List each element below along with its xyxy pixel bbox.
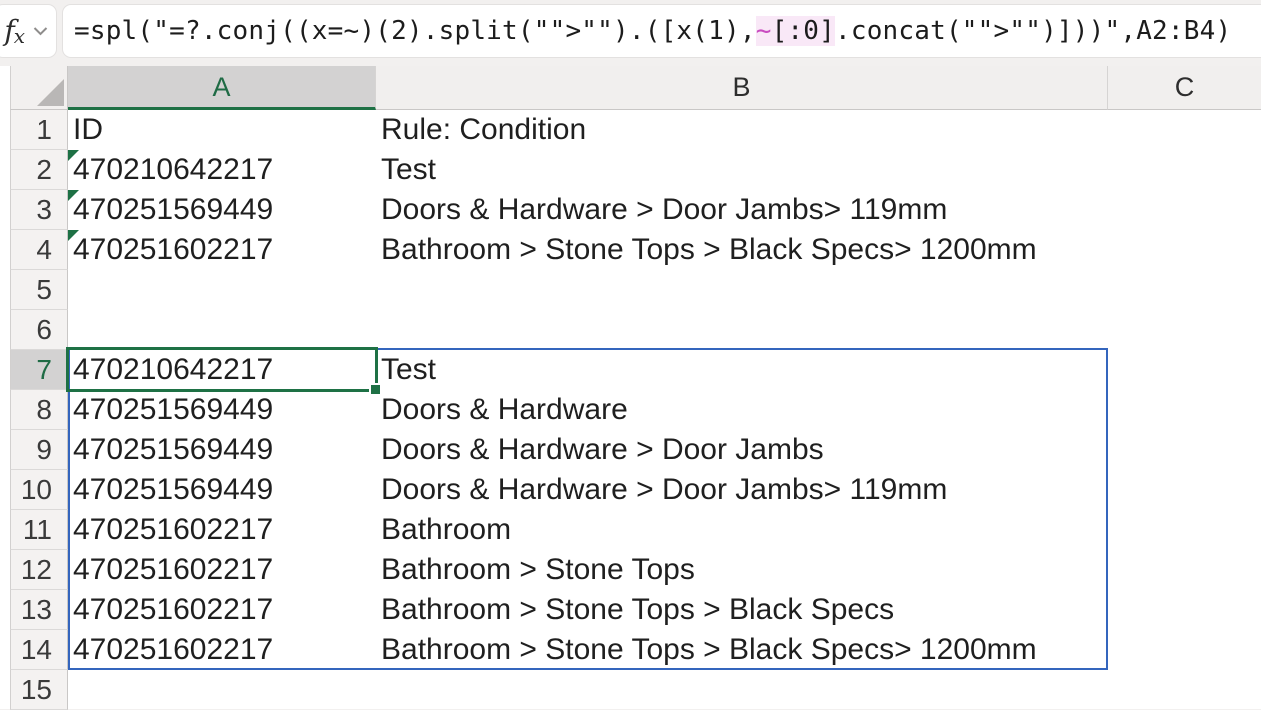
cell-B2[interactable]: Test (381, 153, 437, 186)
error-flag-icon (68, 190, 79, 201)
row-header[interactable]: 2 (10, 150, 68, 190)
cell-A3[interactable]: 470251569449 (68, 190, 376, 230)
formula-text: .concat("">"")]))",A2:B4) (834, 16, 1232, 46)
cell-A7-active[interactable]: 470210642217 (73, 353, 274, 386)
row-header[interactable]: 10 (10, 470, 68, 510)
row-13: 13 470251602217 Bathroom > Stone Tops > … (0, 590, 1261, 630)
formula-text: =spl("=?.conj((x=~)(2).split("">"").([x(… (74, 16, 756, 46)
cell-B10[interactable]: Doors & Hardware > Door Jambs> 119mm (381, 473, 948, 506)
row-header[interactable]: 1 (10, 110, 68, 150)
row-header[interactable]: 4 (10, 230, 68, 270)
cell-A11[interactable]: 470251602217 (73, 513, 274, 546)
fill-handle[interactable] (369, 383, 382, 396)
cell-A5[interactable] (68, 270, 376, 310)
select-all-corner[interactable] (10, 66, 68, 110)
cell-B1[interactable]: Rule: Condition (381, 113, 587, 146)
cell-B4[interactable]: Bathroom > Stone Tops > Black Specs> 120… (381, 233, 1037, 266)
column-header-row: A B C (0, 66, 1261, 110)
cell-B12[interactable]: Bathroom > Stone Tops (381, 553, 695, 586)
row-header[interactable]: 5 (10, 270, 68, 310)
row-2: 2 470210642217 Test (0, 150, 1261, 190)
row-15: 15 (0, 670, 1261, 710)
row-header[interactable]: 13 (10, 590, 68, 630)
row-header[interactable]: 6 (10, 310, 68, 350)
row-10: 10 470251569449 Doors & Hardware > Door … (0, 470, 1261, 510)
formula-input[interactable]: =spl("=?.conj((x=~)(2).split("">"").([x(… (62, 4, 1261, 58)
row-3: 3 470251569449 Doors & Hardware > Door J… (0, 190, 1261, 230)
cell-A4[interactable]: 470251602217 (68, 230, 376, 270)
cell-A9[interactable]: 470251569449 (73, 433, 274, 466)
spreadsheet-grid: A B C 1 ID Rule: Condition 2 47021064221… (0, 66, 1261, 710)
cell-B11[interactable]: Bathroom (381, 513, 512, 546)
cell-B13[interactable]: Bathroom > Stone Tops > Black Specs (381, 593, 895, 626)
row-header[interactable]: 14 (10, 630, 68, 670)
cell-A8[interactable]: 470251569449 (73, 393, 274, 426)
cell-B6[interactable] (376, 310, 1109, 350)
row-5: 5 (0, 270, 1261, 310)
insert-function-button[interactable]: fx (0, 4, 57, 58)
cell-A14[interactable]: 470251602217 (73, 633, 274, 666)
row-header[interactable]: 15 (10, 670, 68, 710)
row-7: 7 470210642217 Test (0, 350, 1261, 390)
row-header[interactable]: 3 (10, 190, 68, 230)
error-flag-icon (68, 230, 79, 241)
column-header-c[interactable]: C (1108, 66, 1261, 110)
cell-A15[interactable] (68, 670, 376, 710)
formula-highlight: ~[:0] (755, 16, 835, 46)
row-14: 14 470251602217 Bathroom > Stone Tops > … (0, 630, 1261, 670)
cell-B15[interactable] (376, 670, 1109, 710)
row-9: 9 470251569449 Doors & Hardware > Door J… (0, 430, 1261, 470)
cell-B7[interactable]: Test (381, 353, 437, 386)
cell-A1[interactable]: ID (73, 113, 103, 146)
cell-B8[interactable]: Doors & Hardware (381, 393, 628, 426)
chevron-down-icon (33, 26, 48, 35)
row-1: 1 ID Rule: Condition (0, 110, 1261, 150)
cell-A13[interactable]: 470251602217 (73, 593, 274, 626)
cell-B9[interactable]: Doors & Hardware > Door Jambs (381, 433, 824, 466)
row-6: 6 (0, 310, 1261, 350)
cell-B14[interactable]: Bathroom > Stone Tops > Black Specs> 120… (381, 633, 1037, 666)
cell-A6[interactable] (68, 310, 376, 350)
row-header[interactable]: 12 (10, 550, 68, 590)
row-header[interactable]: 9 (10, 430, 68, 470)
cell-A12[interactable]: 470251602217 (73, 553, 274, 586)
select-all-icon (37, 79, 64, 106)
row-header-selected[interactable]: 7 (10, 350, 68, 390)
cell-B5[interactable] (376, 270, 1109, 310)
cell-B3[interactable]: Doors & Hardware > Door Jambs> 119mm (381, 193, 948, 226)
row-11: 11 470251602217 Bathroom (0, 510, 1261, 550)
error-flag-icon (68, 150, 79, 161)
row-8: 8 470251569449 Doors & Hardware (0, 390, 1261, 430)
column-header-b[interactable]: B (376, 66, 1108, 110)
fx-icon: fx (4, 14, 25, 48)
row-header[interactable]: 11 (10, 510, 68, 550)
formula-bar: fx =spl("=?.conj((x=~)(2).split("">"").(… (0, 0, 1261, 66)
row-header[interactable]: 8 (10, 390, 68, 430)
row-4: 4 470251602217 Bathroom > Stone Tops > B… (0, 230, 1261, 270)
column-header-a[interactable]: A (68, 66, 376, 110)
row-12: 12 470251602217 Bathroom > Stone Tops (0, 550, 1261, 590)
cell-A10[interactable]: 470251569449 (73, 473, 274, 506)
cell-A2[interactable]: 470210642217 (68, 150, 376, 190)
